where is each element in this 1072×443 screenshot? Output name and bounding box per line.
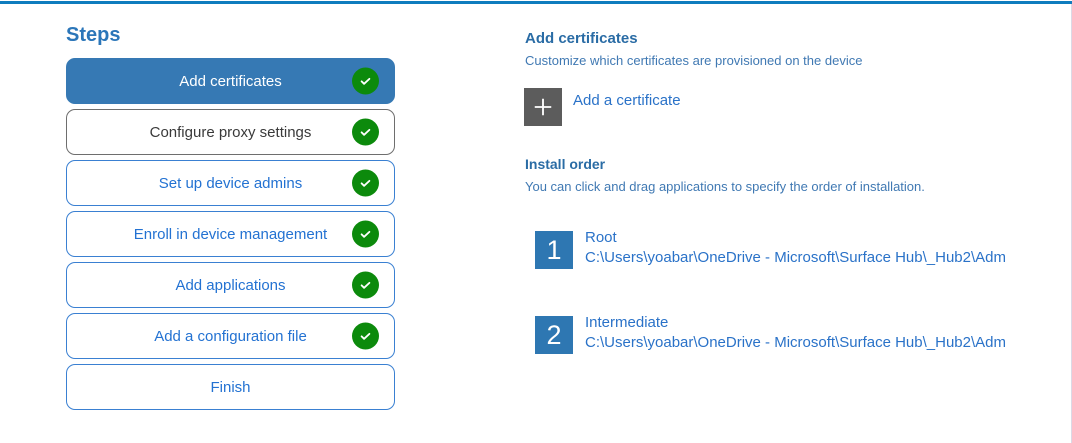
install-item-intermediate[interactable]: 2 Intermediate C:\Users\yoabar\OneDrive … bbox=[535, 313, 1006, 354]
check-circle-icon bbox=[352, 169, 379, 197]
certificate-path: C:\Users\yoabar\OneDrive - Microsoft\Sur… bbox=[585, 334, 1006, 351]
add-certificate-button[interactable]: Add a certificate bbox=[524, 88, 681, 126]
check-circle-icon bbox=[352, 322, 379, 350]
section-title: Add certificates bbox=[525, 30, 638, 47]
step-add-applications[interactable]: Add applications bbox=[66, 262, 395, 308]
steps-nav: Add certificates Configure proxy setting… bbox=[66, 58, 395, 410]
step-configure-proxy-settings[interactable]: Configure proxy settings bbox=[66, 109, 395, 155]
certificate-path: C:\Users\yoabar\OneDrive - Microsoft\Sur… bbox=[585, 249, 1006, 266]
plus-icon bbox=[524, 88, 562, 126]
step-label: Add a configuration file bbox=[154, 327, 307, 345]
certificate-name: Root bbox=[585, 229, 617, 246]
top-accent-line bbox=[0, 1, 1072, 4]
check-circle-icon bbox=[352, 220, 379, 248]
certificate-info: Root C:\Users\yoabar\OneDrive - Microsof… bbox=[585, 228, 1006, 269]
steps-heading: Steps bbox=[66, 24, 121, 46]
check-circle-icon bbox=[352, 118, 379, 146]
order-number-tile: 1 bbox=[535, 231, 573, 269]
step-label: Add applications bbox=[175, 276, 286, 294]
certificate-name: Intermediate bbox=[585, 314, 669, 331]
install-order-heading: Install order bbox=[525, 156, 606, 172]
step-add-certificates[interactable]: Add certificates bbox=[66, 58, 395, 104]
install-item-root[interactable]: 1 Root C:\Users\yoabar\OneDrive - Micros… bbox=[535, 228, 1006, 269]
step-set-up-device-admins[interactable]: Set up device admins bbox=[66, 160, 395, 206]
step-enroll-in-device-management[interactable]: Enroll in device management bbox=[66, 211, 395, 257]
step-label: Finish bbox=[210, 378, 251, 396]
step-label: Configure proxy settings bbox=[149, 123, 312, 141]
check-circle-icon bbox=[352, 67, 379, 95]
certificate-info: Intermediate C:\Users\yoabar\OneDrive - … bbox=[585, 313, 1006, 354]
install-order-hint: You can click and drag applications to s… bbox=[525, 179, 925, 194]
section-subtitle: Customize which certificates are provisi… bbox=[525, 53, 863, 68]
order-number-tile: 2 bbox=[535, 316, 573, 354]
step-label: Add certificates bbox=[179, 72, 282, 90]
step-label: Enroll in device management bbox=[133, 225, 328, 243]
step-add-a-configuration-file[interactable]: Add a configuration file bbox=[66, 313, 395, 359]
add-certificate-label: Add a certificate bbox=[573, 92, 681, 109]
step-label: Set up device admins bbox=[158, 174, 303, 192]
step-finish[interactable]: Finish bbox=[66, 364, 395, 410]
check-circle-icon bbox=[352, 271, 379, 299]
